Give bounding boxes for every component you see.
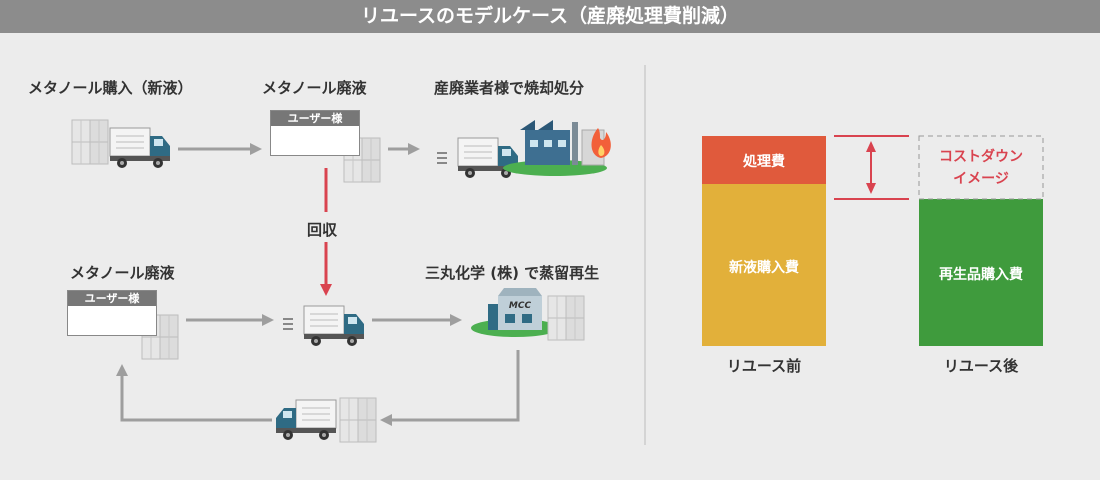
regen-label: 三丸化学 (株) で蒸留再生 <box>425 264 600 282</box>
incinerator-factory-icon <box>503 120 607 176</box>
arrow-icon <box>372 314 462 326</box>
mcc-sign: MCC <box>509 301 532 311</box>
truck-icon <box>457 137 519 179</box>
user-box-label: ユーザー様 <box>68 291 156 306</box>
user-box-label: ユーザー様 <box>271 111 359 126</box>
speed-lines-icon <box>436 152 448 164</box>
collect-arrow-icon <box>320 168 332 296</box>
container-icon <box>339 397 377 443</box>
disposal-label: 産廃業者様で焼却処分 <box>434 79 585 97</box>
costdown-outline <box>918 135 1044 200</box>
purchase-label: メタノール購入（新液） <box>28 79 193 97</box>
arrow-icon <box>388 143 420 155</box>
user-box-top: ユーザー様 <box>270 110 360 156</box>
after-caption: リユース後 <box>943 357 1019 375</box>
page-title: リユースのモデルケース（産廃処理費削減） <box>0 0 1100 33</box>
recycled-fee-bar <box>919 199 1043 346</box>
waste-label-top: メタノール廃液 <box>262 79 367 97</box>
waste-label-bottom: メタノール廃液 <box>70 264 175 282</box>
return-arrow-icon <box>116 350 520 426</box>
user-box-bottom: ユーザー様 <box>67 290 157 336</box>
costdown-label-line1: コストダウン <box>939 149 1023 165</box>
recycled-fee-label: 再生品購入費 <box>939 267 1023 283</box>
processing-fee-bar <box>702 136 826 184</box>
container-icon <box>547 295 585 341</box>
double-arrow-icon <box>866 141 876 194</box>
truck-icon <box>109 127 171 169</box>
new-liquid-fee-label: 新液購入費 <box>729 260 799 276</box>
truck-icon <box>275 399 337 441</box>
truck-icon <box>303 305 365 347</box>
arrow-icon <box>186 314 274 326</box>
processing-fee-label: 処理費 <box>743 154 785 170</box>
before-caption: リユース前 <box>726 357 802 375</box>
costdown-label-line2: イメージ <box>953 171 1009 187</box>
collect-label: 回収 <box>307 221 338 239</box>
container-icon <box>71 119 109 165</box>
arrow-icon <box>178 143 262 155</box>
mcc-factory-icon <box>471 288 559 337</box>
speed-lines-icon <box>282 318 294 330</box>
fire-icon <box>591 128 611 158</box>
new-liquid-fee-bar <box>702 184 826 346</box>
